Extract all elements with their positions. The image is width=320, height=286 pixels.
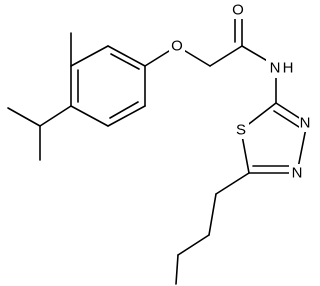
- atom-carbonyl-oxygen: O: [230, 1, 248, 19]
- butyl-bond: [175, 254, 179, 285]
- butyl-bond: [208, 193, 217, 236]
- sulfur-label: S: [236, 122, 246, 139]
- atom-thiadiazole-n-bottom: N: [289, 164, 305, 182]
- molecule-diagram: O O N H S N N: [7, 1, 313, 285]
- atom-ether-oxygen: O: [169, 37, 185, 55]
- amide-nitrogen-label: N: [270, 60, 281, 77]
- ether-oxygen-label: O: [171, 38, 183, 55]
- atom-thiadiazole-sulfur: S: [233, 121, 249, 139]
- bond: [107, 45, 146, 67]
- bond: [70, 105, 109, 127]
- atom-amide-nh: N H: [266, 58, 298, 78]
- bond: [107, 105, 146, 127]
- nitrogen-bottom-label: N: [292, 165, 303, 182]
- atom-thiadiazole-n-top: N: [299, 114, 313, 132]
- isopropyl-bond: [39, 105, 72, 127]
- structure-svg: O O N H S N N: [7, 1, 313, 285]
- double-bond-inner: [273, 110, 300, 128]
- isopropyl-bond: [7, 107, 41, 127]
- amide-hydrogen-label: H: [283, 60, 294, 77]
- bond: [70, 45, 109, 67]
- butyl-bond: [177, 234, 210, 256]
- carbonyl-oxygen-label: O: [232, 2, 244, 19]
- nitrogen-top-label: N: [300, 115, 311, 132]
- double-bond-inner: [110, 53, 140, 70]
- double-bond-inner: [109, 101, 139, 119]
- bond: [209, 45, 243, 67]
- butyl-bond: [215, 172, 250, 195]
